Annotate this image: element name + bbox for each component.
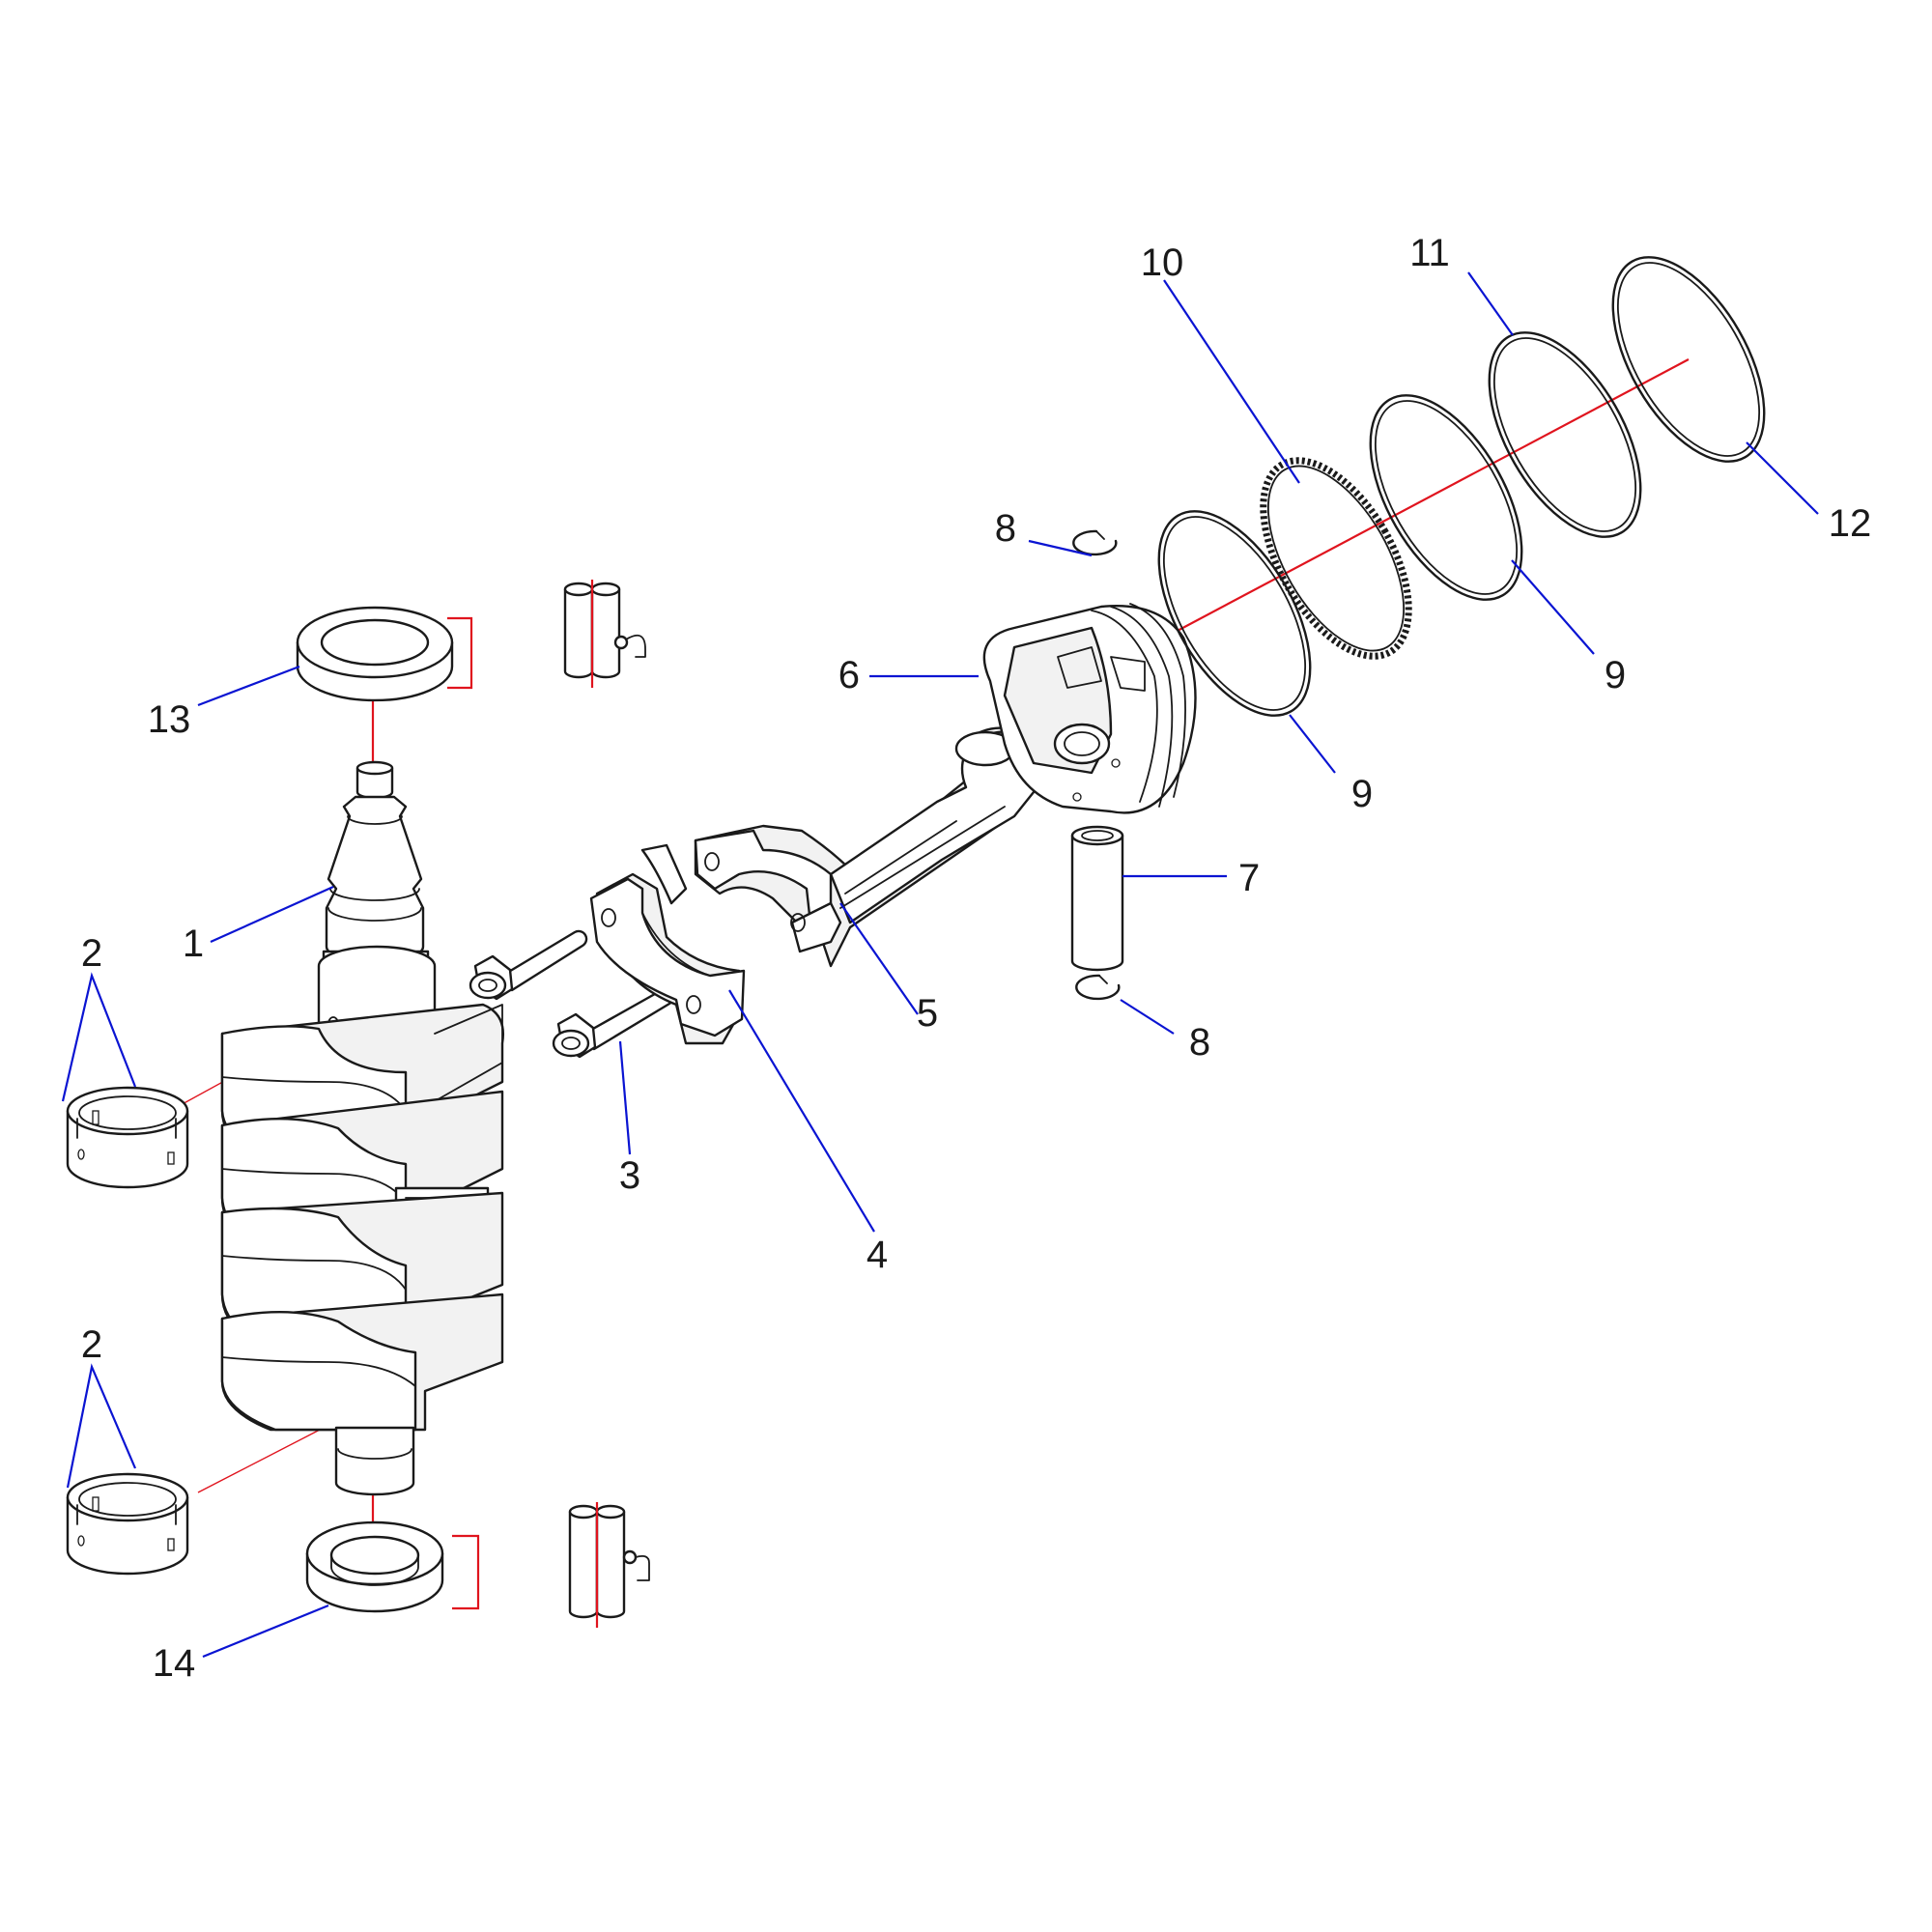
crankshaft[interactable] [220,760,504,1496]
oil-control-ring-10[interactable] [1234,437,1438,680]
compression-ring-11[interactable] [1459,308,1672,562]
bottom-seal-ring[interactable] [305,1520,444,1613]
connecting-rod-cap[interactable] [589,843,746,1045]
piston-pin-circlip-top[interactable] [1072,529,1118,556]
callout-8-lower: 8 [1189,1021,1210,1064]
main-bearing-lower[interactable] [66,1472,189,1576]
callout-9-rear: 9 [1605,654,1626,696]
callout-leader-lines [61,271,1819,1659]
connecting-rod[interactable] [694,726,1041,968]
callout-8-upper: 8 [995,507,1016,550]
compression-ring-12[interactable] [1582,233,1796,487]
callout-14: 14 [153,1642,196,1685]
callout-12: 12 [1829,502,1872,545]
piston[interactable] [982,603,1197,814]
callout-13: 13 [148,698,191,741]
callout-2-upper: 2 [81,932,102,975]
compression-ring-9-rear[interactable] [1340,371,1553,625]
callout-5: 5 [917,992,938,1035]
callout-2-lower: 2 [81,1323,102,1366]
grease-tube-icon-bottom [568,1502,650,1628]
callout-11: 11 [1409,232,1450,274]
callout-1: 1 [183,923,204,965]
top-seal-ring[interactable] [296,606,454,702]
callout-7: 7 [1238,857,1260,899]
piston-pin-circlip-bottom[interactable] [1075,974,1121,1001]
grease-tube-icon-top [563,580,646,688]
callout-6: 6 [838,654,860,696]
callout-10: 10 [1141,242,1184,284]
piston-pin[interactable] [1070,825,1124,972]
main-bearing-upper[interactable] [66,1086,189,1189]
rod-bolt-upper[interactable] [469,929,588,1001]
callout-4: 4 [867,1234,888,1276]
callout-3: 3 [619,1154,640,1197]
callout-labels: 1 2 2 3 4 5 6 7 8 8 9 9 10 11 12 13 14 [81,232,1871,1685]
callout-9-front: 9 [1351,773,1373,815]
rod-bolt-lower[interactable] [552,987,675,1059]
